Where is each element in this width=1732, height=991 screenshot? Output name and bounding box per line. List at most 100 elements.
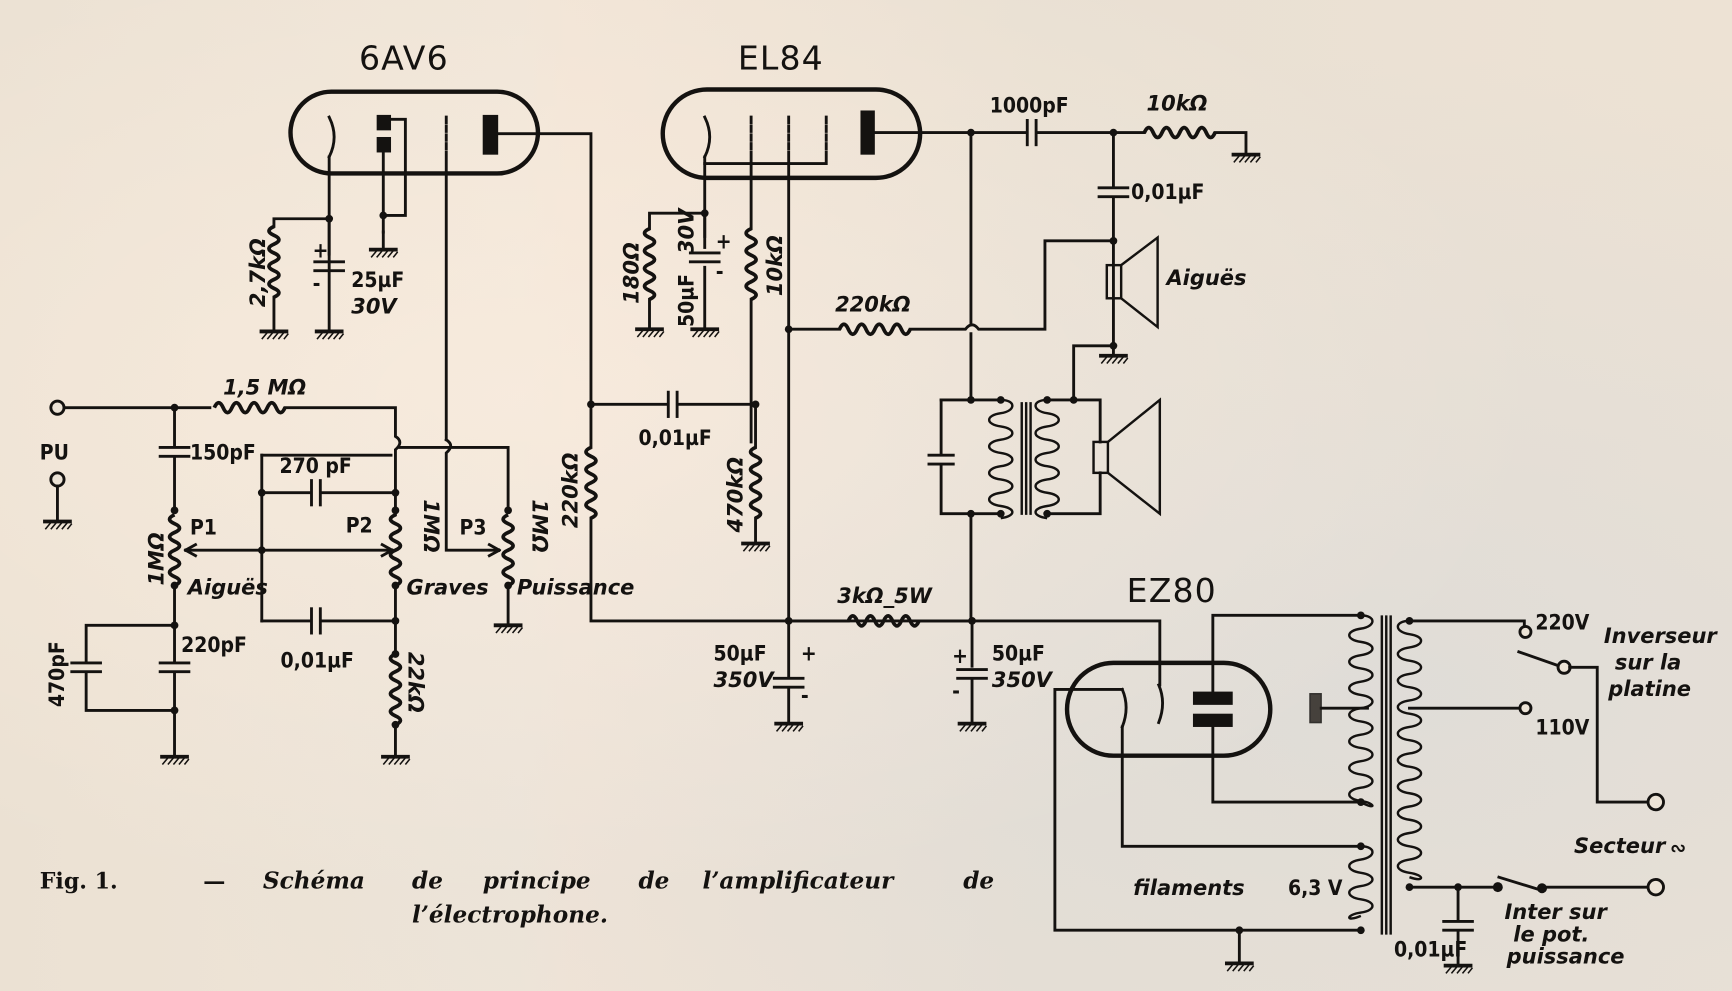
label-2k7: 2,7kΩ xyxy=(246,238,270,307)
caption-fig-label: Fig. 1. xyxy=(40,868,118,894)
label-p2: P2 xyxy=(346,514,373,538)
label-p1-value: 1MΩ xyxy=(144,532,168,585)
label-25uf: 25µF xyxy=(351,268,404,292)
label-tweeter: Aiguës xyxy=(1164,266,1246,290)
tweeter-speaker-icon xyxy=(1105,235,1159,330)
label-30v-el84: 30V xyxy=(675,207,699,254)
label-p3-value: 1MΩ xyxy=(527,499,551,552)
label-pu: PU xyxy=(40,441,69,465)
label-p1: P1 xyxy=(190,516,217,540)
label-150pf: 150pF xyxy=(190,441,256,465)
label-filaments: filaments xyxy=(1133,876,1244,900)
mains-terminal[interactable] xyxy=(1646,792,1665,812)
label-220pf: 220pF xyxy=(181,633,247,657)
label-220v: 220V xyxy=(1535,611,1589,635)
label-30v: 30V xyxy=(351,295,398,319)
power-transformer xyxy=(1309,611,1423,935)
cathode-icon xyxy=(327,115,336,159)
caption-word: l’amplificateur xyxy=(703,867,896,894)
label-1000pf: 1000pF xyxy=(990,94,1069,118)
anode-icon xyxy=(1192,713,1233,727)
label-22k: 22kΩ xyxy=(404,652,428,713)
power-switch[interactable] xyxy=(1497,875,1547,894)
label-6v3: 6,3 V xyxy=(1288,876,1343,900)
label-secteur: Secteur xyxy=(1574,834,1667,858)
label-220k-plate: 220kΩ xyxy=(559,452,583,528)
svg-text:+: + xyxy=(313,238,329,262)
mains-terminal[interactable] xyxy=(1646,877,1665,897)
woofer-speaker-icon xyxy=(1092,397,1162,517)
label-110v: 110V xyxy=(1535,716,1589,740)
label-inter-1: Inter sur xyxy=(1504,900,1608,924)
anode-icon xyxy=(860,110,875,155)
label-puissance: Puissance xyxy=(517,575,634,599)
tube-el84: EL84 xyxy=(660,39,923,181)
diode-plate-icon xyxy=(376,136,392,153)
caption-line-2: l’électrophone. xyxy=(412,902,608,929)
svg-text:+: + xyxy=(952,644,968,668)
label-p2-value: 1MΩ xyxy=(419,499,443,552)
label-220k-nfb: 220kΩ xyxy=(835,293,911,317)
tube-envelope-6av6 xyxy=(288,89,541,176)
label-graves: Graves xyxy=(406,575,488,599)
label-180ohm: 180Ω xyxy=(619,242,643,304)
label-inter-2: le pot. xyxy=(1513,922,1589,946)
pot-p2-graves[interactable]: P2 1MΩ Graves xyxy=(346,491,489,600)
label-350v-2: 350V xyxy=(992,668,1054,692)
svg-text:-: - xyxy=(801,684,809,708)
output-transformer xyxy=(927,396,1102,520)
label-350v-1: 350V xyxy=(714,668,776,692)
label-3k-5w: 3kΩ_5W xyxy=(837,584,932,608)
label-50uf-1: 50µF xyxy=(714,642,767,666)
anode-icon xyxy=(1192,691,1233,705)
pot-p1-aigues[interactable]: P1 1MΩ Aiguës xyxy=(144,506,268,600)
pickup-input[interactable]: PU xyxy=(40,399,74,532)
caption-dash: — xyxy=(203,868,225,894)
label-inverseur-2: sur la xyxy=(1615,651,1681,675)
caption-word: de xyxy=(412,867,443,894)
figure-caption: Fig. 1. — Schéma de principe de l’amplif… xyxy=(40,867,994,928)
label-coupling-cap: 0,01µF xyxy=(638,426,711,450)
anode-icon xyxy=(482,114,499,155)
svg-text:-: - xyxy=(313,272,321,296)
label-10k-g2: 10kΩ xyxy=(763,235,787,296)
label-470pf: 470pF xyxy=(45,641,69,707)
tube-envelope-el84 xyxy=(660,87,923,181)
label-470k: 470kΩ xyxy=(723,457,747,534)
voltage-selector-switch[interactable] xyxy=(1516,649,1572,675)
label-p3: P3 xyxy=(460,516,487,540)
tube-ez80: EZ80 xyxy=(1064,571,1273,758)
label-aigues: Aiguës xyxy=(186,575,268,599)
tube-label-6av6: 6AV6 xyxy=(359,39,449,78)
tube-label-ez80: EZ80 xyxy=(1127,571,1217,610)
label-001-tweeter: 0,01µF xyxy=(1131,180,1204,204)
cathode-icon xyxy=(702,115,712,159)
diode-plate-icon xyxy=(376,114,392,131)
label-inverseur-1: Inverseur xyxy=(1604,624,1719,648)
heater-icon xyxy=(1120,687,1128,729)
tube-envelope-ez80 xyxy=(1064,660,1273,758)
caption-word: principe xyxy=(483,867,591,894)
caption-word: de xyxy=(963,867,994,894)
tube-6av6: 6AV6 xyxy=(288,39,541,176)
ac-symbol-icon: ∾ xyxy=(1670,836,1686,860)
label-50uf-cathode: 50µF xyxy=(675,274,699,327)
svg-text:-: - xyxy=(716,259,724,283)
label-50uf-2: 50µF xyxy=(992,642,1045,666)
cathode-icon xyxy=(1156,683,1165,725)
svg-text:-: - xyxy=(952,679,960,703)
svg-text:+: + xyxy=(716,230,732,254)
label-001-tone: 0,01µF xyxy=(281,648,354,672)
pot-p3-puissance[interactable]: P3 1MΩ Puissance xyxy=(460,499,635,599)
caption-word: Schéma xyxy=(263,867,365,894)
label-001-mains: 0,01µF xyxy=(1394,938,1467,962)
caption-word: de xyxy=(638,867,669,894)
svg-text:+: + xyxy=(801,642,817,666)
label-inter-3: puissance xyxy=(1506,944,1625,968)
label-270pf: 270 pF xyxy=(279,454,351,478)
label-10k-tweeter: 10kΩ xyxy=(1147,91,1208,115)
tube-label-el84: EL84 xyxy=(738,39,824,78)
label-inverseur-3: platine xyxy=(1607,677,1691,701)
